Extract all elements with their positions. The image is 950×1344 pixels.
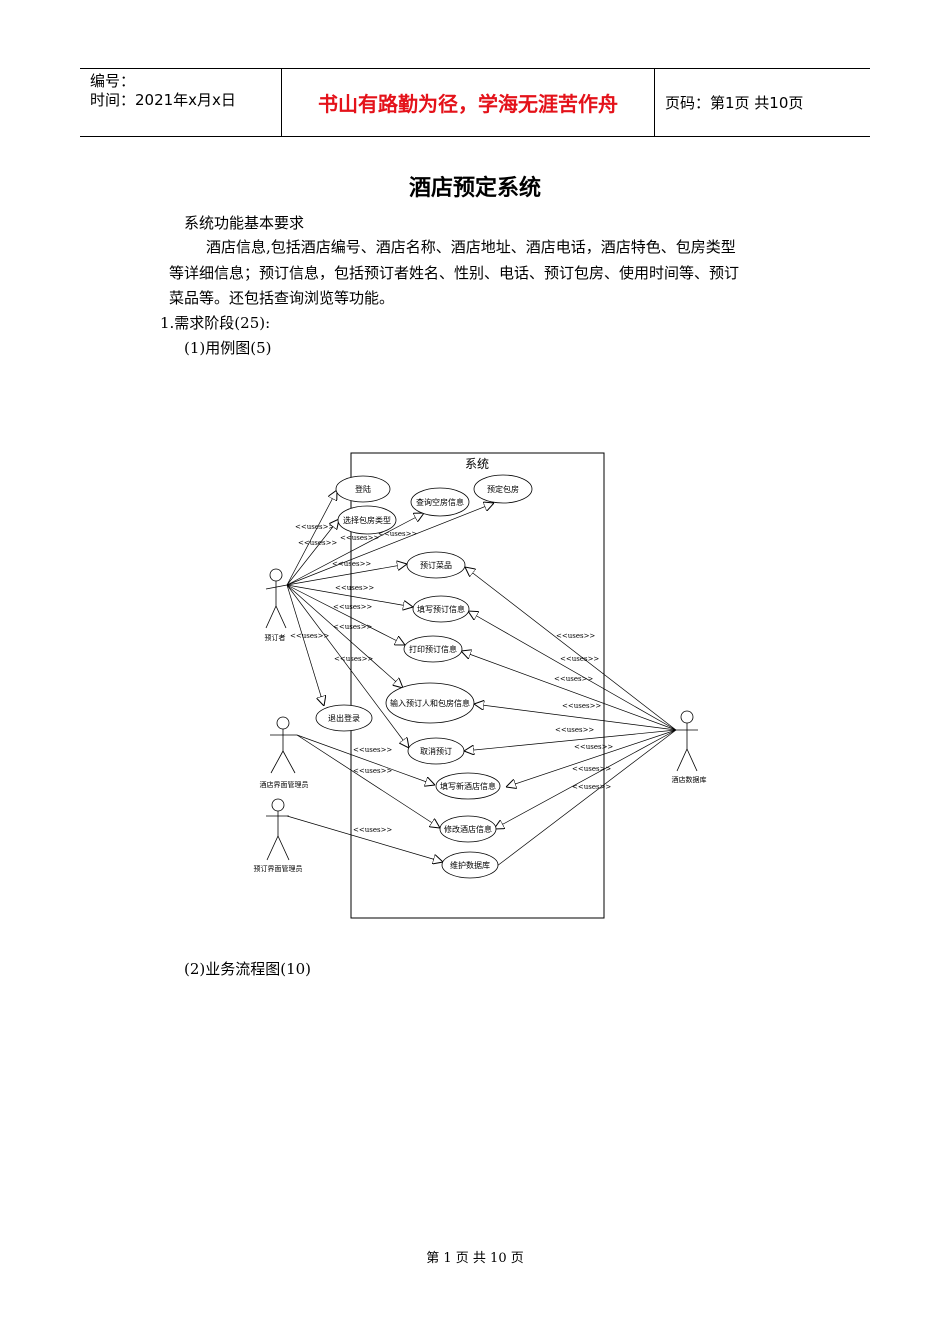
booker-associations — [286, 490, 494, 862]
actor-label-booking-ui-admin: 预订界面管理员 — [254, 864, 303, 873]
assoc-maintain-db — [286, 815, 443, 862]
assoc-logout — [286, 584, 324, 706]
assoc-login — [286, 490, 337, 586]
uses-label: <<uses>> — [298, 539, 337, 547]
actor-booker: 预订者 — [265, 568, 288, 642]
paragraph-line-2: 等详细信息；预订信息，包括预订者姓名、性别、电话、预订包房、使用时间等、预订 — [169, 264, 740, 282]
uses-label: <<uses>> — [574, 743, 613, 751]
system-boundary — [350, 452, 605, 919]
uses-label: <<uses>> — [290, 632, 329, 640]
usecase-book-dishes: 预订菜品 — [406, 551, 466, 579]
uses-label: <<uses>> — [353, 746, 392, 754]
paragraph-line-3: 菜品等。还包括查询浏览等功能。 — [169, 289, 395, 307]
subtitle: 系统功能基本要求 — [184, 214, 305, 232]
header-page-info: 页码：第1页 共10页 — [665, 94, 804, 112]
usecase-query-rooms: 查询空房信息 — [410, 487, 470, 517]
svg-text:打印预订信息: 打印预订信息 — [409, 644, 457, 654]
actor-hotel-ui-admin: 酒店界面管理员 — [260, 716, 309, 789]
uses-label: <<uses>> — [554, 675, 593, 683]
uses-label: <<uses>> — [353, 826, 392, 834]
uses-label: <<uses>> — [335, 584, 374, 592]
db-assoc-cancel-booking — [464, 729, 677, 751]
db-assoc-modify-hotel — [494, 729, 677, 829]
assoc-select-room-type — [286, 519, 339, 586]
assoc-modify-hotel — [296, 734, 440, 828]
uses-label: <<uses>> — [333, 623, 372, 631]
uses-label: <<uses>> — [555, 726, 594, 734]
uses-label: <<uses>> — [562, 702, 601, 710]
uses-label: <<uses>> — [340, 534, 379, 542]
assoc-fill-new-hotel — [296, 734, 435, 785]
uses-label: <<uses>> — [295, 523, 334, 531]
db-assoc-maintain-db — [496, 729, 677, 867]
uses-label: <<uses>> — [560, 655, 599, 663]
db-assoc-print-booking — [461, 651, 677, 731]
actor-label-hotel-db: 酒店数据库 — [672, 775, 707, 784]
usecase-fill-booking: 填写预订信息 — [412, 595, 470, 623]
db-assoc-input-booker-room — [474, 704, 677, 731]
usecase-modify-hotel: 修改酒店信息 — [439, 815, 497, 843]
actor-hotel-db: 酒店数据库 — [672, 710, 707, 784]
uses-label: <<uses>> — [333, 603, 372, 611]
uses-label: <<uses>> — [353, 767, 392, 775]
svg-text:登陆: 登陆 — [355, 484, 371, 494]
uses-label: <<uses>> — [332, 560, 371, 568]
svg-text:查询空房信息: 查询空房信息 — [416, 497, 464, 507]
svg-text:取消预订: 取消预订 — [420, 746, 452, 756]
db-assoc-fill-booking — [468, 611, 677, 731]
svg-text:预订菜品: 预订菜品 — [420, 560, 452, 570]
uses-label: <<uses>> — [556, 632, 595, 640]
assoc-input-booker-room — [286, 584, 403, 688]
db-associations — [461, 567, 677, 867]
svg-text:选择包房类型: 选择包房类型 — [343, 515, 391, 525]
use-cases: 登陆 查询空房信息 预定包房 选择包房类型 预订菜品 填写预订信息 打印预订信息 — [315, 474, 533, 879]
uses-label: <<uses>> — [572, 765, 611, 773]
svg-text:退出登录: 退出登录 — [328, 713, 360, 723]
paragraph-line-1: 酒店信息,包括酒店编号、酒店名称、酒店地址、酒店电话，酒店特色、包房类型 — [206, 238, 736, 256]
actor-booking-ui-admin: 预订界面管理员 — [254, 798, 303, 873]
section-heading-1: 1.需求阶段(25): — [160, 314, 271, 332]
page-footer: 第 1 页 共 10 页 — [426, 1251, 524, 1266]
actor-label-booker: 预订者 — [265, 633, 286, 642]
assoc-book-dishes — [286, 564, 407, 586]
header-motto: 书山有路勤为径，学海无涯苦作舟 — [282, 69, 655, 136]
svg-text:维护数据库: 维护数据库 — [450, 860, 490, 870]
document-title: 酒店预定系统 — [408, 176, 541, 201]
uses-label: <<uses>> — [572, 783, 611, 791]
system-label: 系统 — [465, 457, 489, 471]
svg-text:填写预订信息: 填写预订信息 — [417, 604, 465, 614]
usecase-login: 登陆 — [335, 475, 391, 503]
number-label: 编号： — [90, 72, 136, 90]
svg-text:输入预订人和包房信息: 输入预订人和包房信息 — [390, 698, 470, 708]
actor-label-hotel-ui-admin: 酒店界面管理员 — [260, 780, 309, 789]
usecase-select-room-type: 选择包房类型 — [337, 505, 397, 535]
usecase-book-room: 预定包房 — [473, 474, 533, 504]
db-assoc-fill-new-hotel — [506, 729, 677, 787]
usecase-print-booking: 打印预订信息 — [403, 635, 463, 663]
usecase-maintain-db: 维护数据库 — [441, 851, 499, 879]
subsection-business-flow: (2)业务流程图(10) — [184, 960, 312, 978]
assoc-print-booking — [286, 584, 405, 645]
usecase-fill-new-hotel: 填写新酒店信息 — [435, 772, 501, 800]
uses-label: <<uses>> — [334, 655, 373, 663]
time-label: 时间：2021年x月x日 — [90, 91, 236, 109]
svg-text:填写新酒店信息: 填写新酒店信息 — [440, 781, 496, 791]
assoc-cancel-booking — [286, 584, 409, 748]
assoc-fill-booking — [286, 584, 413, 607]
uses-labels: <<uses>> <<uses>> <<uses>> <<uses>> <<us… — [290, 523, 613, 834]
subsection-use-case: (1)用例图(5) — [184, 339, 272, 357]
header-meta: 编号： 时间：2021年x月x日 — [80, 69, 282, 136]
assoc-query-rooms — [286, 513, 424, 586]
db-assoc-book-dishes — [465, 567, 677, 731]
usecase-cancel-booking: 取消预订 — [407, 737, 465, 765]
uses-label: <<uses>> — [378, 530, 417, 538]
svg-text:修改酒店信息: 修改酒店信息 — [444, 824, 492, 834]
document-header: 编号： 时间：2021年x月x日 书山有路勤为径，学海无涯苦作舟 页码：第1页 … — [80, 68, 870, 137]
svg-text:预定包房: 预定包房 — [487, 484, 519, 494]
usecase-logout: 退出登录 — [315, 704, 373, 732]
assoc-book-room — [286, 503, 494, 586]
usecase-input-booker-room: 输入预订人和包房信息 — [385, 682, 475, 724]
